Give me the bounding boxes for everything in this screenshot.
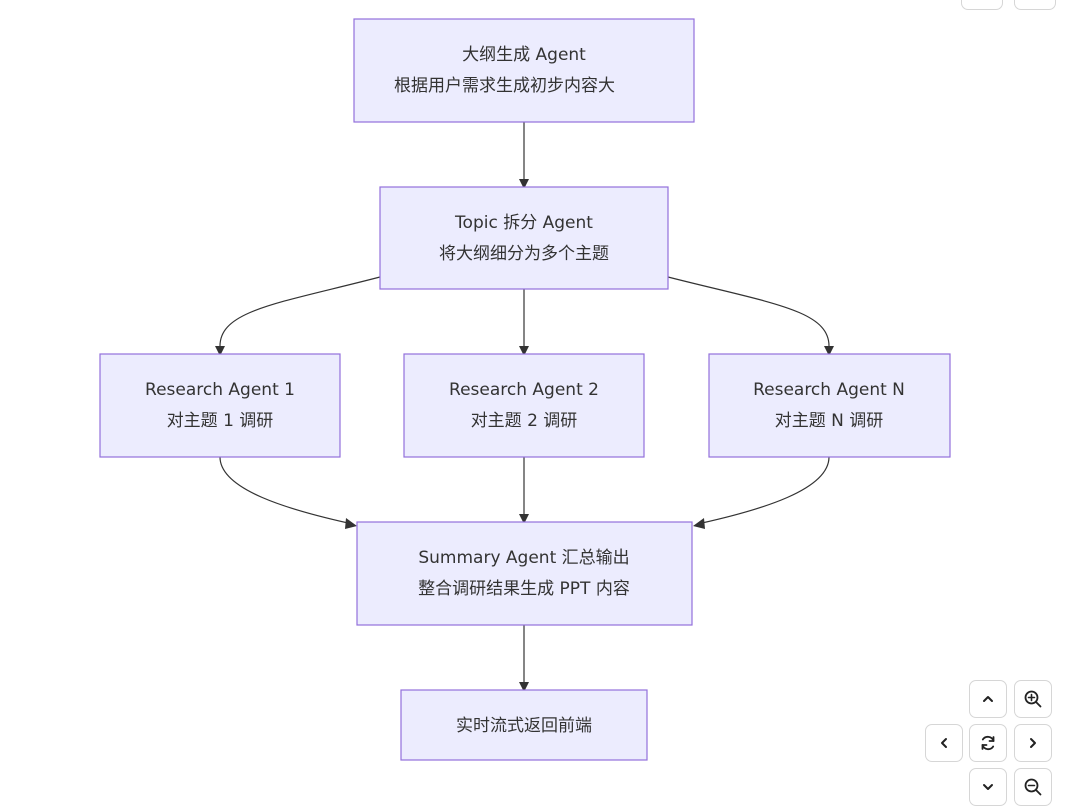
chevron-up-icon <box>983 696 993 702</box>
node-title: Research Agent 1 <box>145 380 295 400</box>
node-description: 根据用户需求生成初步内容大 <box>394 76 615 96</box>
node-outline-agent[interactable]: 大纲生成 Agent 根据用户需求生成初步内容大 <box>353 18 695 123</box>
edge-topic-researchN <box>667 276 830 347</box>
zoom-in-icon <box>1024 690 1042 708</box>
edge-research1-summary <box>219 456 349 524</box>
node-title: Topic 拆分 Agent <box>454 213 593 233</box>
node-research-agent-n[interactable]: Research Agent N 对主题 N 调研 <box>708 353 951 458</box>
arrowhead <box>215 346 225 356</box>
node-description: 对主题 2 调研 <box>471 411 578 431</box>
pan-left-button[interactable] <box>925 724 963 762</box>
edge-researchN-summary <box>701 456 830 524</box>
toolbar-button-right[interactable] <box>1014 0 1056 10</box>
node-summary-agent[interactable]: Summary Agent 汇总输出 整合调研结果生成 PPT 内容 <box>356 521 693 626</box>
edges <box>215 122 834 692</box>
pan-right-button[interactable] <box>1014 724 1052 762</box>
node-frontend-stream[interactable]: 实时流式返回前端 <box>400 689 648 761</box>
node-title: Summary Agent 汇总输出 <box>418 548 629 568</box>
reset-view-button[interactable] <box>969 724 1007 762</box>
arrowhead <box>693 518 705 529</box>
node-research-agent-2[interactable]: Research Agent 2 对主题 2 调研 <box>403 353 645 458</box>
chevron-right-icon <box>1030 738 1036 748</box>
node-title: 实时流式返回前端 <box>456 716 592 736</box>
node-title: Research Agent 2 <box>449 380 599 400</box>
node-description: 整合调研结果生成 PPT 内容 <box>418 579 630 599</box>
node-topic-agent[interactable]: Topic 拆分 Agent 将大纲细分为多个主题 <box>379 186 669 290</box>
edge-topic-research1 <box>219 276 381 347</box>
chevron-left-icon <box>941 738 947 748</box>
zoom-in-button[interactable] <box>1014 680 1052 718</box>
arrowhead <box>519 346 529 356</box>
arrowhead <box>519 682 529 692</box>
reset-icon <box>981 735 995 751</box>
toolbar-button-left[interactable] <box>961 0 1003 10</box>
node-title: 大纲生成 Agent <box>462 45 586 65</box>
arrowhead <box>824 346 834 356</box>
arrowhead <box>519 514 529 524</box>
pan-up-button[interactable] <box>969 680 1007 718</box>
arrowhead <box>519 179 529 189</box>
chevron-down-icon <box>983 784 993 790</box>
arrowhead <box>345 518 357 529</box>
node-description: 对主题 1 调研 <box>167 411 274 431</box>
node-description: 对主题 N 调研 <box>775 411 884 431</box>
node-description: 将大纲细分为多个主题 <box>439 244 609 264</box>
zoom-out-button[interactable] <box>1014 768 1052 806</box>
pan-down-button[interactable] <box>969 768 1007 806</box>
node-research-agent-1[interactable]: Research Agent 1 对主题 1 调研 <box>99 353 341 458</box>
node-title: Research Agent N <box>753 380 905 400</box>
zoom-out-icon <box>1024 778 1042 796</box>
